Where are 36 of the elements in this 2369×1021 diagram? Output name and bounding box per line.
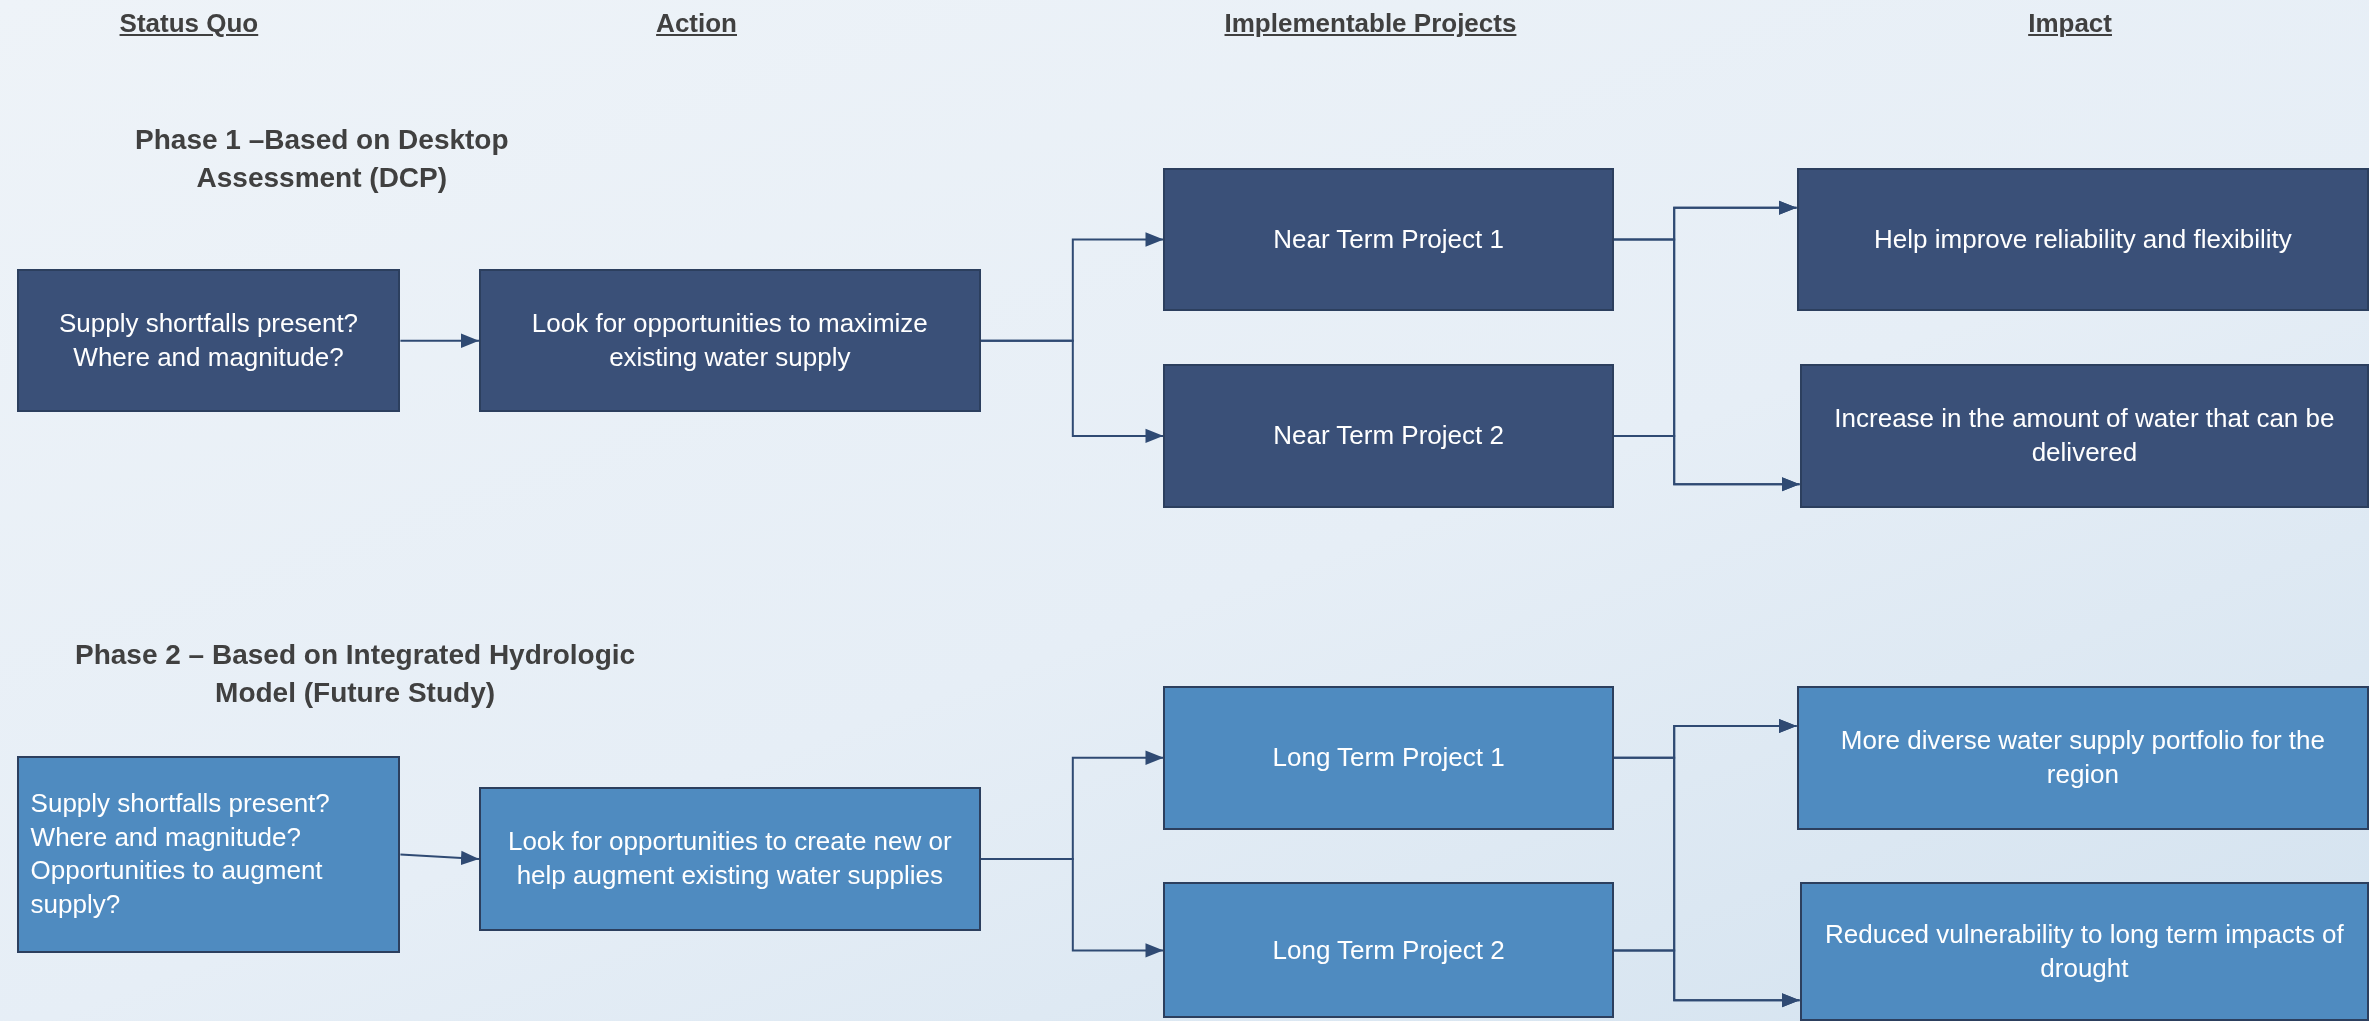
box-text: Increase in the amount of water that can be delivered (1833, 402, 2336, 469)
arrow (1612, 434, 1801, 492)
process-box (1796, 686, 2369, 830)
phase-heading: Phase 2 – Based on Integrated Hydrologic Model (Future Study) (74, 638, 637, 710)
process-box (1799, 364, 2369, 508)
process-box (16, 755, 401, 954)
box-text: Reduced vulnerability to long term impacts of drought (1824, 918, 2345, 985)
process-box (1796, 167, 2369, 312)
column-heading: Action (655, 7, 738, 41)
process-box (479, 268, 981, 413)
process-box (479, 787, 981, 931)
process-box (1799, 882, 2369, 1021)
process-box (1163, 364, 1614, 508)
box-text: Supply shortfalls present? Where and magnitude? Opportunities to augment supply? (29, 786, 331, 922)
process-box (16, 268, 401, 413)
process-box (1163, 686, 1614, 830)
box-text: Long Term Project 1 (1271, 740, 1506, 774)
process-box (1163, 167, 1614, 312)
arrow (979, 858, 1165, 958)
arrow (399, 333, 480, 348)
box-text: Look for opportunities to maximize existing water supply (530, 306, 929, 374)
arrow (399, 850, 480, 866)
box-text: Look for opportunities to create new or help augment existing water supplies (506, 825, 953, 892)
column-heading: Impact (2027, 7, 2113, 41)
column-heading: Status Quo (118, 7, 260, 41)
box-text: Supply shortfalls present? Where and magnitude? (57, 306, 360, 374)
box-text: Long Term Project 2 (1271, 933, 1506, 967)
process-box (1163, 882, 1614, 1019)
phase-heading: Phase 1 –Based on Desktop Assessment (DCP) (134, 122, 510, 195)
box-text: Near Term Project 1 (1272, 222, 1505, 256)
box-text: Near Term Project 2 (1272, 419, 1505, 452)
box-text: More diverse water supply portfolio for the region (1839, 723, 2326, 791)
column-heading: Implementable Projects (1223, 7, 1518, 41)
arrow (979, 339, 1165, 444)
arrow (1612, 949, 1801, 1008)
box-text: Help improve reliability and flexibility (1873, 222, 2293, 256)
